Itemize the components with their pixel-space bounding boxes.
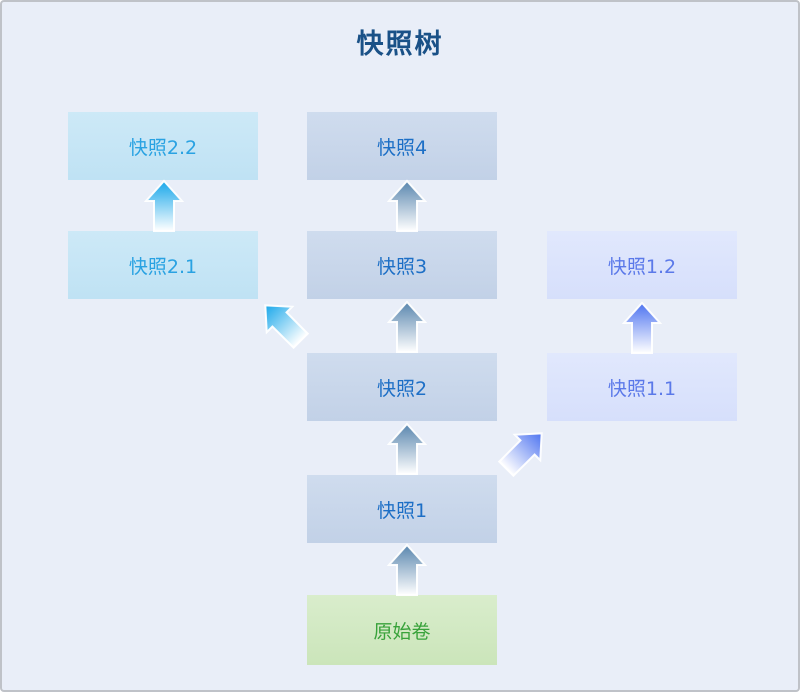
node-snapshot-2: 快照2 — [307, 353, 497, 421]
node-original-volume: 原始卷 — [307, 595, 497, 665]
node-snapshot-4: 快照4 — [307, 112, 497, 180]
arrow-snapshot-3-to-snapshot-4 — [386, 179, 428, 232]
arrow-snapshot-2-to-snapshot-2-1 — [264, 304, 310, 350]
node-snapshot-1: 快照1 — [307, 475, 497, 543]
node-label: 快照1.2 — [607, 255, 677, 278]
node-label: 快照3 — [376, 255, 428, 278]
node-label: 快照1.1 — [607, 377, 677, 400]
node-label: 原始卷 — [373, 620, 431, 643]
node-snapshot-1-2: 快照1.2 — [547, 231, 737, 299]
arrow-snapshot-2-to-snapshot-3 — [386, 300, 428, 353]
node-snapshot-1-1: 快照1.1 — [547, 353, 737, 421]
node-label: 快照4 — [376, 136, 428, 159]
node-snapshot-2-1: 快照2.1 — [68, 231, 258, 299]
arrow-snapshot-1-1-to-snapshot-1-2 — [621, 301, 663, 354]
node-label: 快照2.2 — [128, 136, 198, 159]
arrow-snapshot-1-to-snapshot-1-1 — [497, 432, 543, 478]
node-label: 快照2 — [376, 377, 428, 400]
arrow-original-volume-to-snapshot-1 — [386, 543, 428, 596]
node-label: 快照2.1 — [128, 255, 198, 278]
arrow-snapshot-1-to-snapshot-2 — [386, 422, 428, 475]
node-label: 快照1 — [376, 499, 428, 522]
arrow-snapshot-2-1-to-snapshot-2-2 — [143, 179, 185, 232]
node-snapshot-3: 快照3 — [307, 231, 497, 299]
diagram-title: 快照树 — [356, 29, 444, 60]
node-snapshot-2-2: 快照2.2 — [68, 112, 258, 180]
